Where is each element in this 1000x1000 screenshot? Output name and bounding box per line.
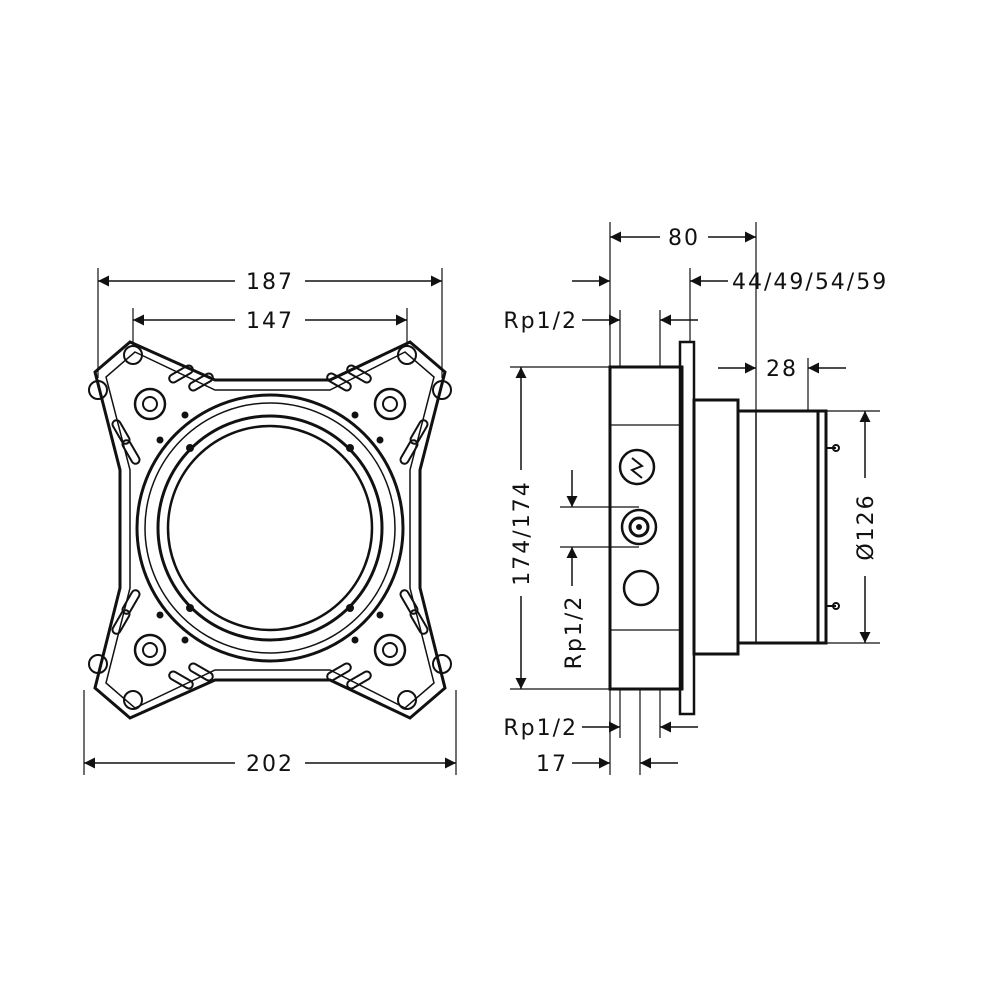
dim-147: 147 — [133, 309, 407, 334]
dim-thread-top: Rp1/2 — [503, 309, 698, 334]
dim-174-label: 174/174 — [510, 480, 535, 585]
port-electric — [618, 448, 656, 486]
dim-diameter-label: Ø126 — [854, 493, 879, 560]
outer-ring — [135, 393, 405, 663]
small-holes — [156, 411, 384, 644]
screw-anchor-tl — [133, 387, 167, 421]
front-view: 187 147 202 — [83, 268, 457, 777]
ring-bolt-3 — [186, 604, 194, 612]
dim-202-label: 202 — [246, 752, 294, 777]
dim-187: 187 — [98, 270, 442, 295]
dim-187-label: 187 — [246, 270, 294, 295]
port-valve — [620, 508, 658, 546]
dim-80-label: 80 — [668, 226, 700, 251]
port-outlet — [622, 569, 660, 607]
dim-thread-top-label: Rp1/2 — [503, 309, 578, 334]
corner-hole-tl-b — [88, 380, 108, 400]
dim-thread-mid-label: Rp1/2 — [562, 595, 587, 670]
side-view: 80 44/49/54/59 Rp1/2 28 174/174 — [503, 222, 888, 777]
outer-ring-inner — [144, 402, 396, 654]
corner-hole-tr-a — [397, 345, 417, 365]
dim-17-label: 17 — [536, 752, 568, 777]
dim-44-59: 44/49/54/59 — [572, 270, 888, 295]
middle-ring — [156, 414, 384, 642]
ring-bolt-2 — [346, 444, 354, 452]
body-box — [608, 365, 684, 691]
dim-thread-bottom: Rp1/2 — [503, 716, 698, 741]
corner-hole-br-b — [432, 654, 452, 674]
dim-44-59-label: 44/49/54/59 — [732, 270, 888, 295]
screw-anchor-br — [373, 633, 407, 667]
ring-bolt-4 — [346, 604, 354, 612]
dim-17: 17 — [536, 752, 678, 777]
mounting-plate-outline — [93, 340, 447, 720]
corner-hole-tr-b — [432, 380, 452, 400]
inner-ring — [166, 424, 374, 632]
corner-hole-bl-b — [88, 654, 108, 674]
screw-anchor-bl — [133, 633, 167, 667]
dim-thread-mid: Rp1/2 — [562, 470, 587, 669]
dim-thread-bottom-label: Rp1/2 — [503, 716, 578, 741]
corner-hole-tl-a — [123, 345, 143, 365]
clips — [826, 444, 840, 610]
screw-anchor-tr — [373, 387, 407, 421]
dim-28-label: 28 — [766, 357, 798, 382]
corner-hole-bl-a — [123, 690, 143, 710]
dim-202: 202 — [84, 752, 456, 777]
adapter-sleeve — [692, 398, 740, 656]
front-extension-lines — [83, 268, 457, 775]
dim-diameter: Ø126 — [854, 411, 879, 643]
slot-pattern — [111, 364, 429, 690]
corner-hole-br-a — [397, 690, 417, 710]
collar-cylinder — [736, 409, 820, 645]
ring-bolt-1 — [186, 444, 194, 452]
dim-147-label: 147 — [246, 309, 294, 334]
dim-174: 174/174 — [510, 367, 535, 689]
dim-80: 80 — [610, 226, 756, 251]
dim-28: 28 — [718, 357, 846, 382]
